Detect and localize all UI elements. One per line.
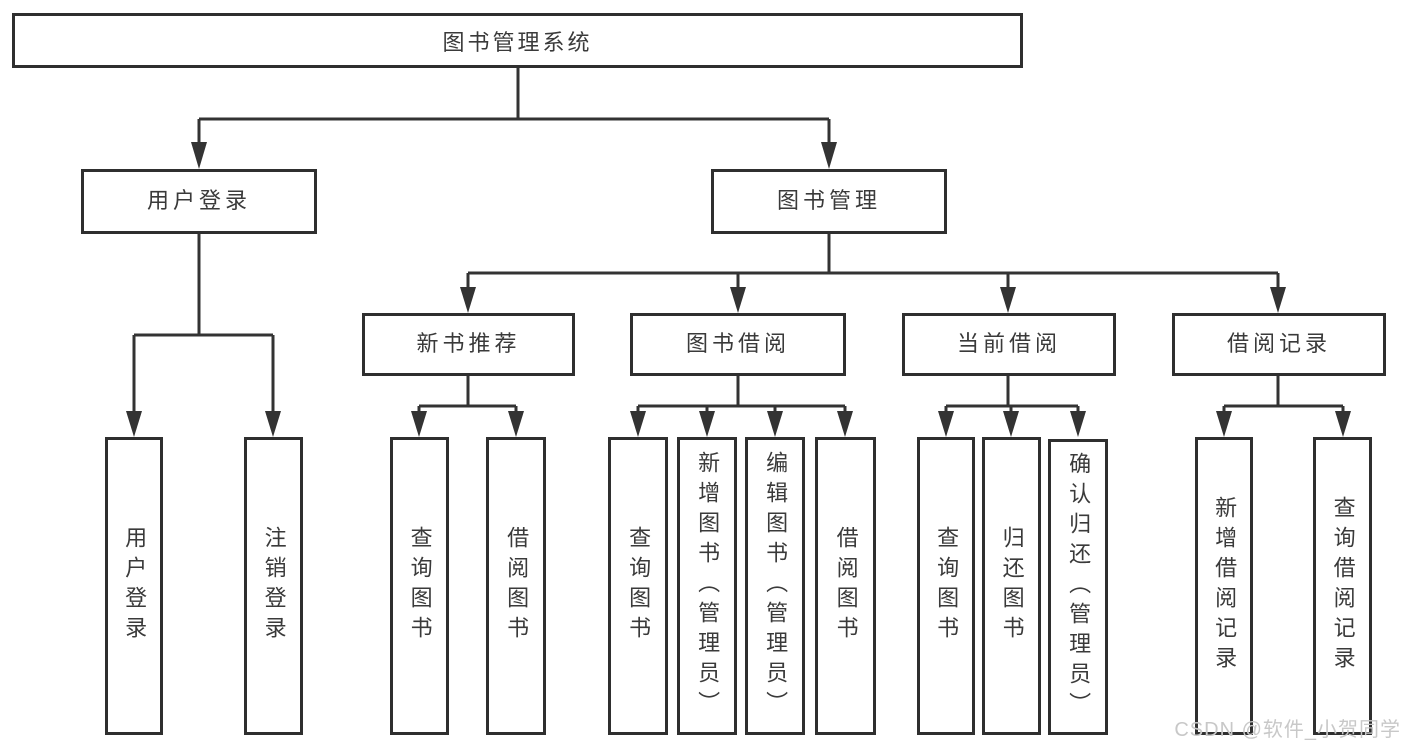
node-current-borrow-label: 当前借阅 — [956, 331, 1061, 357]
node-new-book-rec-label: 新书推荐 — [416, 331, 521, 357]
leaf-cb-query-books-label: 查询图书 — [934, 526, 960, 646]
node-book-borrow: 图书借阅 — [630, 313, 846, 376]
leaf-br-add-record: 新增借阅记录 — [1195, 437, 1253, 735]
leaf-cb-return-books: 归还图书 — [982, 437, 1041, 735]
leaf-rec-borrow-books: 借阅图书 — [486, 437, 546, 735]
leaf-rec-query-books-label: 查询图书 — [407, 526, 433, 646]
leaf-bb-add-books-admin-label: 新增图书（管理员） — [695, 451, 721, 721]
leaf-rec-borrow-books-label: 借阅图书 — [504, 526, 530, 646]
node-current-borrow: 当前借阅 — [902, 313, 1116, 376]
leaf-bb-query-books: 查询图书 — [608, 437, 668, 735]
leaf-logout: 注销登录 — [244, 437, 303, 735]
node-book-borrow-label: 图书借阅 — [685, 331, 790, 357]
leaf-cb-query-books: 查询图书 — [917, 437, 975, 735]
node-borrow-records: 借阅记录 — [1172, 313, 1386, 376]
node-book-mgmt: 图书管理 — [711, 169, 947, 234]
node-user-login: 用户登录 — [81, 169, 317, 234]
leaf-bb-borrow-books-label: 借阅图书 — [833, 526, 859, 646]
leaf-br-query-record-label: 查询借阅记录 — [1330, 496, 1356, 676]
node-new-book-rec: 新书推荐 — [362, 313, 575, 376]
csdn-watermark: CSDN @软件_小贺同学 — [1174, 719, 1401, 741]
leaf-rec-query-books: 查询图书 — [390, 437, 449, 735]
leaf-br-query-record: 查询借阅记录 — [1313, 437, 1372, 735]
leaf-bb-edit-books-admin-label: 编辑图书（管理员） — [763, 451, 789, 721]
node-root: 图书管理系统 — [12, 13, 1023, 68]
leaf-cb-return-books-label: 归还图书 — [999, 526, 1025, 646]
node-borrow-records-label: 借阅记录 — [1226, 331, 1331, 357]
leaf-bb-add-books-admin: 新增图书（管理员） — [677, 437, 737, 735]
leaf-bb-query-books-label: 查询图书 — [626, 526, 652, 646]
node-user-login-label: 用户登录 — [146, 188, 251, 214]
leaf-cb-confirm-return-admin: 确认归还（管理员） — [1048, 439, 1108, 735]
node-book-mgmt-label: 图书管理 — [776, 188, 881, 214]
leaf-bb-edit-books-admin: 编辑图书（管理员） — [745, 437, 805, 735]
leaf-user-login: 用户登录 — [105, 437, 163, 735]
leaf-br-add-record-label: 新增借阅记录 — [1212, 496, 1238, 676]
leaf-cb-confirm-return-admin-label: 确认归还（管理员） — [1066, 452, 1092, 722]
leaf-bb-borrow-books: 借阅图书 — [815, 437, 876, 735]
leaf-logout-label: 注销登录 — [261, 526, 287, 646]
leaf-user-login-label: 用户登录 — [122, 526, 148, 646]
node-root-label: 图书管理系统 — [442, 29, 593, 55]
